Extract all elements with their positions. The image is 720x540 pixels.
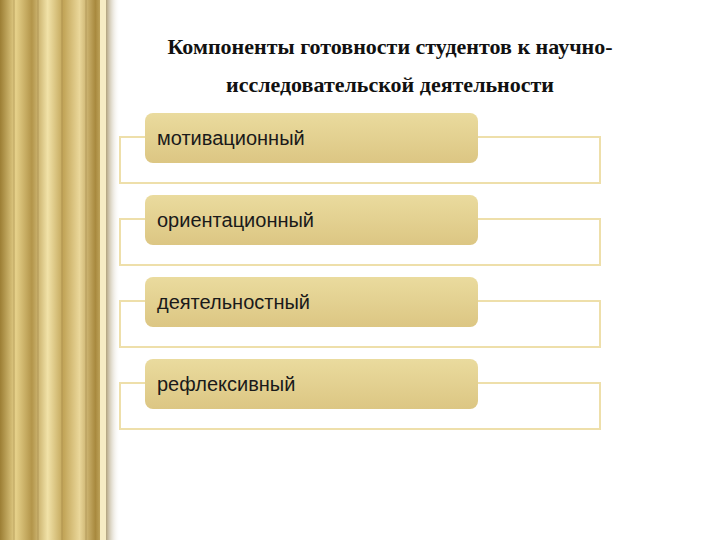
gold-bar [0,0,106,540]
component-label: мотивационный [157,126,466,150]
slide-title: Компоненты готовности студентов к научно… [118,28,662,104]
component-box: рефлексивный [145,359,478,409]
component-label: деятельностный [157,290,466,314]
bar-stripes [14,0,86,540]
component-label: рефлексивный [157,372,466,396]
bar-highlight [100,0,106,540]
component-box: ориентационный [145,195,478,245]
component-box: мотивационный [145,113,478,163]
component-box: деятельностный [145,277,478,327]
outline-frames [120,137,600,429]
component-label: ориентационный [157,208,466,232]
bar-shadow [106,0,120,540]
